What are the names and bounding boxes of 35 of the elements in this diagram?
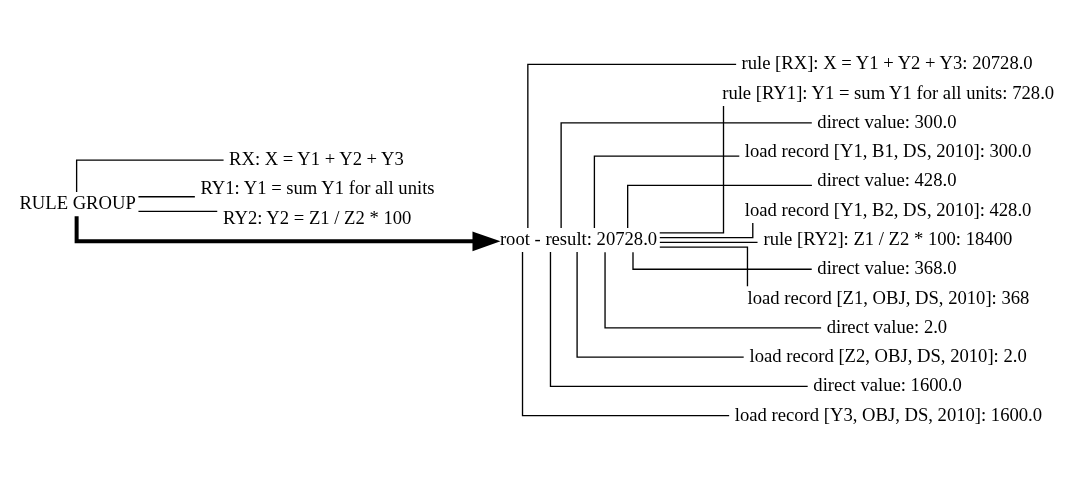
arrow xyxy=(74,215,501,251)
node-text: direct value: 300.0 xyxy=(817,110,957,132)
node-text: RX: X = Y1 + Y2 + Y3 xyxy=(229,147,404,169)
node-text: direct value: 1600.0 xyxy=(813,373,962,395)
node-text: direct value: 368.0 xyxy=(817,256,957,278)
connector xyxy=(659,241,759,243)
node-text: root - result: 20728.0 xyxy=(499,227,658,249)
node-text: rule [RY1]: Y1 = sum Y1 for all units: 728.0 xyxy=(722,81,1055,103)
node-text: RULE GROUP xyxy=(19,191,136,213)
node-text: load record [Y1, B2, DS, 2010]: 428.0 xyxy=(744,198,1032,220)
connector xyxy=(521,250,730,416)
connector xyxy=(632,251,813,270)
connector xyxy=(659,221,754,238)
node-text: load record [Y3, OBJ, DS, 2010]: 1600.0 xyxy=(734,403,1043,425)
connector xyxy=(75,158,225,193)
connector xyxy=(576,250,745,358)
connector xyxy=(549,250,809,387)
node-text: direct value: 428.0 xyxy=(817,168,957,190)
connector xyxy=(593,154,740,229)
node-text: load record [Z1, OBJ, DS, 2010]: 368 xyxy=(747,285,1030,307)
connector xyxy=(527,63,737,229)
node-text: RY2: Y2 = Z1 / Z2 * 100 xyxy=(223,206,412,228)
connector xyxy=(659,104,725,233)
node-text: rule [RX]: X = Y1 + Y2 + Y3: 20728.0 xyxy=(741,51,1033,73)
connector xyxy=(604,251,822,328)
node-text: load record [Z2, OBJ, DS, 2010]: 2.0 xyxy=(749,344,1027,366)
connector xyxy=(137,210,218,212)
node-text: RY1: Y1 = sum Y1 for all units xyxy=(200,176,435,198)
node-text: direct value: 2.0 xyxy=(826,315,948,337)
node-text: rule [RY2]: Z1 / Z2 * 100: 18400 xyxy=(763,227,1013,249)
connector xyxy=(137,195,196,197)
connector xyxy=(659,246,749,287)
node-text: load record [Y1, B1, DS, 2010]: 300.0 xyxy=(744,139,1032,161)
connector xyxy=(627,184,813,229)
connector xyxy=(560,121,813,229)
